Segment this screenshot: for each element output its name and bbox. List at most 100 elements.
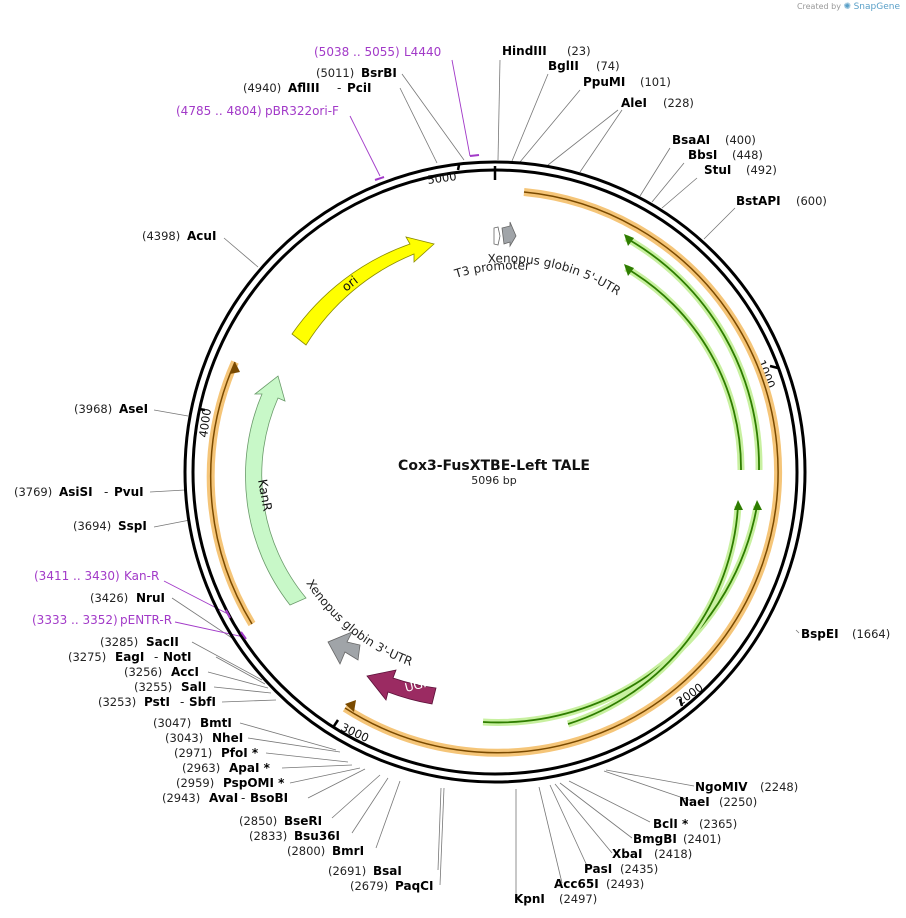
site-bmgbi-pos: (2401) xyxy=(683,832,721,846)
site-bcli-name: BclI * xyxy=(653,817,689,831)
site-paqci-pos: (2679) xyxy=(350,879,388,893)
site-sep-psti: - xyxy=(180,695,184,709)
site-apai-name: ApaI * xyxy=(229,761,271,775)
site-ppumi-name: PpuMI xyxy=(583,75,625,89)
site-bcli-pos: (2365) xyxy=(699,817,737,831)
utr5-feature xyxy=(501,221,517,248)
site-bglii-pos: (74) xyxy=(596,59,620,73)
site-stui-pos: (492) xyxy=(746,163,777,177)
site-eagi-name: EagI xyxy=(115,650,144,664)
site-pspomi-pos: (2959) xyxy=(176,776,214,790)
site-avai-name: AvaI xyxy=(209,791,238,805)
site-pvui-name: PvuI xyxy=(114,485,144,499)
site-bsaai-pos: (400) xyxy=(725,133,756,147)
site-afliii-name: AflIII xyxy=(288,81,320,95)
backbone-outer xyxy=(183,160,807,784)
site-bsu36i-pos: (2833) xyxy=(249,829,287,843)
site-sacii-name: SacII xyxy=(146,635,179,649)
site-alei-name: AleI xyxy=(621,96,647,110)
site-bseri-name: BseRI xyxy=(284,814,322,828)
primer-marks xyxy=(225,154,480,640)
primer-pentr-range: (3333 .. 3352) xyxy=(32,613,118,627)
utr5-label-path: Xenopus globin 5'-UTR xyxy=(487,251,623,298)
utr5-label: Xenopus globin 5'-UTR xyxy=(487,251,623,298)
tale-c-arrowhead xyxy=(753,500,762,510)
site-nhei-pos: (3043) xyxy=(165,731,203,745)
site-asei-pos: (3968) xyxy=(74,402,112,416)
site-sep-avai: - xyxy=(241,791,245,805)
tick-5000: 5000 xyxy=(426,169,457,187)
site-sspi-name: SspI xyxy=(118,519,147,533)
ugi-label: UGI xyxy=(403,676,427,695)
site-pfoi-pos: (2971) xyxy=(174,746,212,760)
site-pspomi-name: PspOMI * xyxy=(223,776,285,790)
site-naei-pos: (2250) xyxy=(719,795,757,809)
site-bsai-name: BsaI xyxy=(373,864,402,878)
site-acc65i-name: Acc65I xyxy=(554,877,599,891)
site-ngomiv-pos: (2248) xyxy=(760,780,798,794)
site-afliii-pos: (4940) xyxy=(243,81,281,95)
utr3-feature xyxy=(327,631,361,665)
tale-a xyxy=(625,237,760,471)
site-bmri-name: BmrI xyxy=(332,844,364,858)
tale-d xyxy=(567,505,739,725)
site-bsobi-name: BsoBI xyxy=(250,791,288,805)
site-bmti-name: BmtI xyxy=(200,716,232,730)
site-nhei-name: NheI xyxy=(212,731,243,745)
kanr-label: KanR xyxy=(255,478,275,513)
ori-feature xyxy=(291,236,435,346)
primer-l4440-range: (5038 .. 5055) xyxy=(314,45,400,59)
site-ppumi-pos: (101) xyxy=(640,75,671,89)
site-labels: HindIII (23) BglII (74) PpuMI (101) AleI… xyxy=(14,44,890,906)
tale-b xyxy=(625,267,742,471)
watermark-prefix: Created by xyxy=(796,2,841,11)
orf-outer xyxy=(344,191,779,754)
plasmid-name: Cox3-FusXTBE-Left TALE xyxy=(398,458,590,474)
site-ngomiv-name: NgoMIV xyxy=(695,780,748,794)
site-kpni-name: KpnI xyxy=(514,892,545,906)
primer-pentr-name: pENTR-R xyxy=(120,613,172,627)
site-bspei-pos: (1664) xyxy=(852,627,890,641)
snapgene-logo-icon: ✺ xyxy=(843,2,852,12)
site-kpni-pos: (2497) xyxy=(559,892,597,906)
site-acci-name: AccI xyxy=(171,665,199,679)
site-bspei-name: BspEI xyxy=(801,627,839,641)
tale-b-halo xyxy=(624,264,745,471)
site-bbsi-name: BbsI xyxy=(688,148,717,162)
site-apai-pos: (2963) xyxy=(182,761,220,775)
site-xbai-name: XbaI xyxy=(612,847,642,861)
site-paqci-name: PaqCI xyxy=(395,879,433,893)
tale-b-arrowhead xyxy=(624,264,634,276)
site-acui-pos: (4398) xyxy=(142,229,180,243)
site-bmri-pos: (2800) xyxy=(287,844,325,858)
site-bseri-pos: (2850) xyxy=(239,814,277,828)
site-acui-name: AcuI xyxy=(187,229,216,243)
site-sacii-pos: (3285) xyxy=(100,635,138,649)
site-asisi-name: AsiSI xyxy=(59,485,93,499)
primer-kanr-range: (3411 .. 3430) xyxy=(34,569,120,583)
site-asei-name: AseI xyxy=(119,402,148,416)
site-pcii-name: PciI xyxy=(347,81,372,95)
primer-kanr-name: Kan-R xyxy=(124,569,159,583)
site-bstapi-name: BstAPI xyxy=(736,194,781,208)
kanr-feature xyxy=(245,375,307,606)
site-bsrbi-pos: (5011) xyxy=(316,66,354,80)
site-stui-name: StuI xyxy=(704,163,731,177)
site-asisi-pos: (3769) xyxy=(14,485,52,499)
site-eagi-pos: (3275) xyxy=(68,650,106,664)
tale-a-arrowhead xyxy=(624,234,634,246)
plasmid-length: 5096 bp xyxy=(471,474,516,487)
site-bstapi-pos: (600) xyxy=(796,194,827,208)
site-sali-name: SalI xyxy=(181,680,206,694)
site-hindiii-name: HindIII xyxy=(502,44,547,58)
site-hindiii-pos: (23) xyxy=(567,44,591,58)
site-alei-pos: (228) xyxy=(663,96,694,110)
orf-left xyxy=(209,361,253,625)
site-pfoi-name: PfoI * xyxy=(221,746,259,760)
primer-pbr322ori-name: pBR322ori-F xyxy=(265,104,339,118)
site-sep-eagi: - xyxy=(154,650,158,664)
site-bmti-pos: (3047) xyxy=(153,716,191,730)
site-sep-afliii: - xyxy=(337,81,341,95)
orf-left-arrowhead xyxy=(230,362,240,374)
